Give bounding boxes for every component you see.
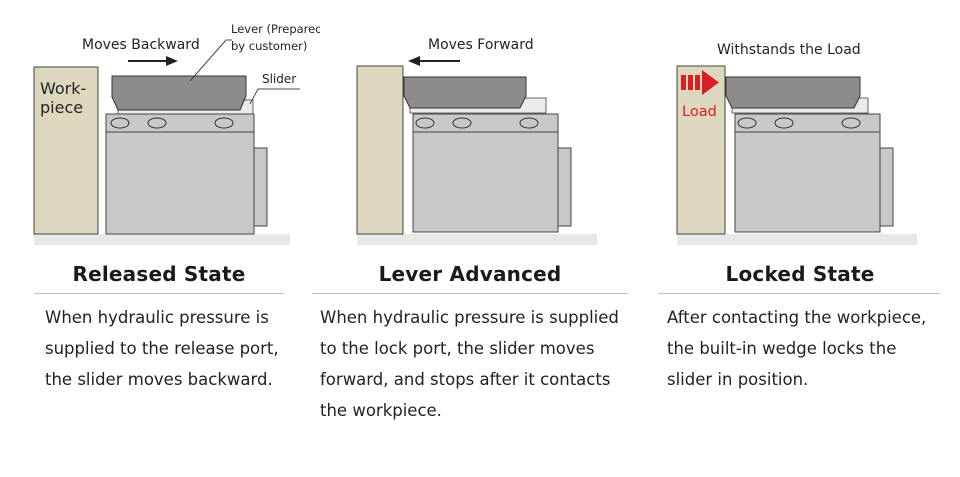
- lever-advanced-title: Lever Advanced: [378, 262, 562, 286]
- side-flange: [557, 147, 572, 227]
- clamp-body: [734, 113, 881, 233]
- load-arrow-seg-3: [695, 75, 700, 90]
- side-flange: [879, 147, 894, 227]
- lever-callout-1: Lever (Prepared: [231, 22, 320, 36]
- desc-line: forward, and stops after it contacts: [320, 370, 611, 389]
- lever: [403, 76, 527, 109]
- base-plate: [34, 234, 290, 245]
- port-1: [415, 117, 435, 129]
- released-state-diagram: Work- piece Moves Backward Lever (Prepar…: [33, 22, 320, 245]
- lever-callout-2: by customer): [231, 39, 307, 53]
- lever-advanced-diagram: Moves Forward: [356, 37, 597, 245]
- workpiece-block: [356, 65, 404, 235]
- lever: [111, 75, 247, 111]
- load-arrow-seg-2: [688, 75, 693, 90]
- workpiece-block: [33, 66, 99, 235]
- workpiece-label-2: piece: [40, 98, 83, 117]
- base-plate: [677, 234, 917, 245]
- forward-arrow-head: [408, 56, 420, 66]
- load-arrow-icon: [702, 70, 719, 95]
- port-2: [774, 117, 794, 129]
- released-divider: [34, 293, 284, 294]
- desc-line: slider in position.: [667, 370, 809, 389]
- side-flange: [253, 147, 268, 227]
- desc-line: supplied to the release port,: [45, 339, 279, 358]
- slider-callout: Slider: [262, 72, 296, 86]
- base-plate: [357, 234, 597, 245]
- locked-divider: [658, 293, 940, 294]
- moves-forward-label: Moves Forward: [428, 37, 534, 53]
- port-2: [452, 117, 472, 129]
- clamp-body: [105, 113, 255, 235]
- port-3: [214, 117, 234, 129]
- port-1: [737, 117, 757, 129]
- panel-released: Work- piece Moves Backward Lever (Prepar…: [0, 0, 320, 477]
- port-1: [110, 117, 130, 129]
- lever-advanced-divider: [312, 293, 628, 294]
- withstands-load-label: Withstands the Load: [717, 42, 861, 58]
- desc-line: When hydraulic pressure is: [45, 308, 269, 327]
- lever-advanced-description: When hydraulic pressure is supplied to t…: [320, 302, 630, 426]
- workpiece-label-1: Work-: [40, 79, 86, 98]
- released-state-title: Released State: [72, 262, 246, 286]
- load-label: Load: [682, 104, 717, 120]
- desc-line: When hydraulic pressure is supplied: [320, 308, 619, 327]
- workpiece-block: [676, 65, 726, 235]
- lever-leader-line: [189, 39, 232, 82]
- locked-state-diagram: Load Withstands the Load: [676, 42, 917, 245]
- panel-lever-advanced: Moves Forward Lever Advanced When hydrau…: [312, 0, 640, 477]
- load-arrow-seg-1: [681, 75, 686, 90]
- desc-line: the built-in wedge locks the: [667, 339, 897, 358]
- backward-arrow-head: [166, 56, 178, 66]
- desc-line: After contacting the workpiece,: [667, 308, 927, 327]
- port-3: [519, 117, 539, 129]
- desc-line: the workpiece.: [320, 401, 442, 420]
- locked-state-title: Locked State: [725, 262, 875, 286]
- clamp-body: [412, 113, 559, 233]
- desc-line: to the lock port, the slider moves: [320, 339, 595, 358]
- port-2: [147, 117, 167, 129]
- locked-description: After contacting the workpiece, the buil…: [667, 302, 952, 395]
- desc-line: the slider moves backward.: [45, 370, 273, 389]
- released-description: When hydraulic pressure is supplied to t…: [45, 302, 305, 395]
- lever: [725, 76, 861, 109]
- moves-backward-label: Moves Backward: [82, 37, 200, 53]
- port-3: [841, 117, 861, 129]
- panel-locked: Load Withstands the Load Locked State Af…: [640, 0, 960, 477]
- slider-leader-line: [249, 88, 300, 105]
